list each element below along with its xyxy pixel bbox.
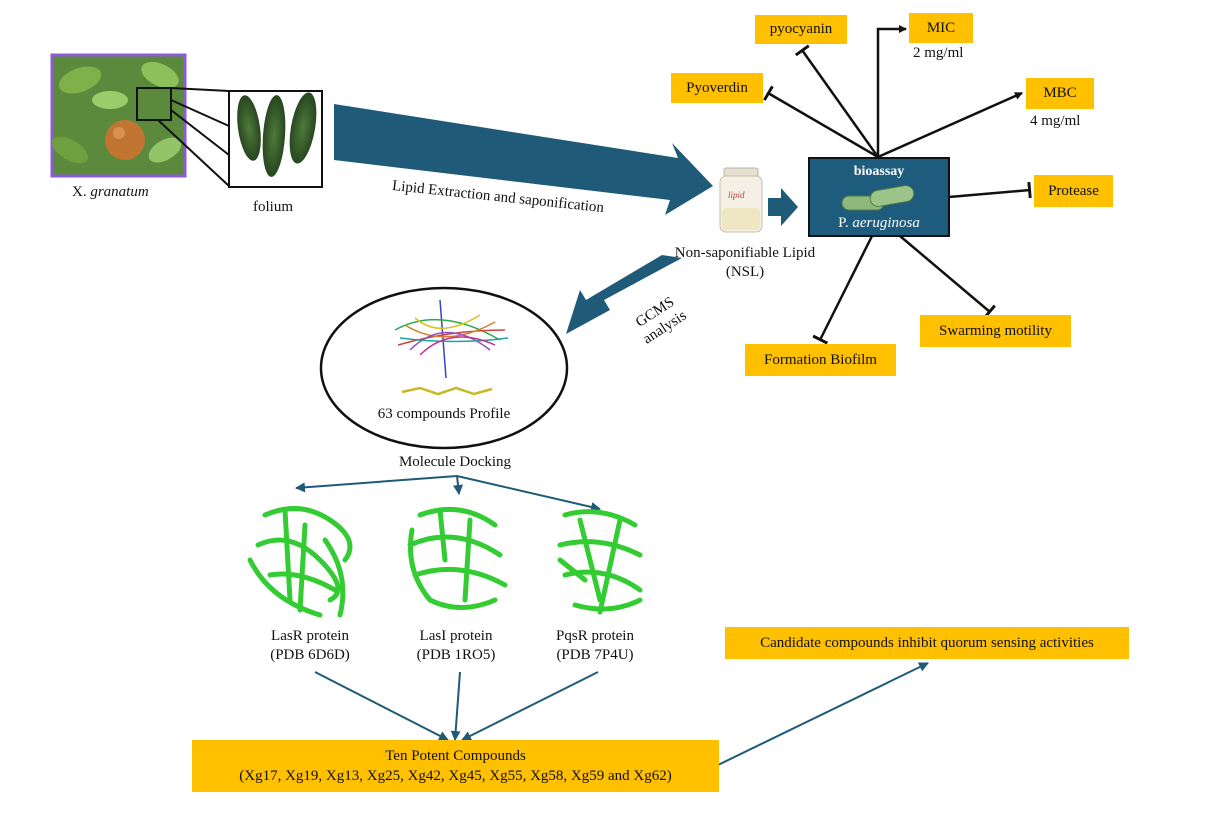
- nsl-line2: (NSL): [725, 264, 765, 280]
- pyoverdin-box: Pyoverdin: [671, 73, 763, 103]
- arrow-lasr-to-potent: [314, 671, 449, 741]
- nsl-label: Non-saponifiable Lipid (NSL): [660, 244, 830, 282]
- lasr-protein-icon: [247, 506, 353, 618]
- arrow-lasi-to-potent: [450, 671, 461, 741]
- arrow-pyoverdin: [763, 85, 879, 159]
- potent-list: (Xg17, Xg19, Xg13, Xg25, Xg42, Xg45, Xg5…: [239, 768, 672, 784]
- species-label: X. granatum: [72, 184, 149, 201]
- bacteria-icon: [841, 185, 915, 211]
- gcms-arrow: [566, 255, 682, 334]
- protease-box: Protease: [1034, 175, 1113, 207]
- arrow-pyocyanin: [794, 44, 880, 158]
- mbc-value: 4 mg/ml: [1030, 113, 1081, 129]
- compounds-profile-label: 63 compounds Profile: [377, 406, 511, 422]
- protein-pqsr-label: PqsR protein (PDB 7P4U): [525, 627, 665, 665]
- organism-name: aeruginosa: [852, 215, 920, 231]
- extraction-arrow: [334, 104, 713, 215]
- organism-prefix: P.: [838, 215, 853, 231]
- arrow-swarming: [899, 235, 996, 319]
- potent-compounds-box: Ten Potent Compounds (Xg17, Xg19, Xg13, …: [192, 740, 719, 792]
- arrow-mic: [876, 25, 907, 157]
- dock-arrow-lasi: [453, 475, 463, 495]
- to-bioassay-arrow: [768, 188, 798, 226]
- biofilm-box: Formation Biofilm: [745, 344, 896, 376]
- vial-icon: [719, 167, 763, 233]
- arrow-biofilm: [812, 235, 874, 345]
- protein-lasi-label: LasI protein (PDB 1RO5): [386, 627, 526, 665]
- nsl-line1: Non-saponifiable Lipid: [674, 245, 816, 261]
- mic-box: MIC: [909, 13, 973, 43]
- pqsr-pdb: (PDB 7P4U): [556, 647, 634, 663]
- arrow-pqsr-to-potent: [461, 671, 599, 741]
- pqsr-name: PqsR protein: [556, 628, 634, 644]
- protein-lasr-label: LasR protein (PDB 6D6D): [240, 627, 380, 665]
- species-prefix: X.: [72, 184, 91, 200]
- lasr-name: LasR protein: [271, 628, 349, 644]
- bioassay-title: bioassay: [853, 164, 905, 179]
- fruit-icon: [105, 120, 145, 160]
- dock-arrow-lasr: [295, 475, 458, 493]
- lasi-pdb: (PDB 1RO5): [416, 647, 496, 663]
- pqsr-protein-icon: [557, 509, 643, 615]
- plant-part-label: folium: [253, 199, 293, 215]
- potent-title: Ten Potent Compounds: [385, 748, 526, 764]
- arrow-potent-to-candidate: [717, 662, 929, 766]
- organism-label: P. aeruginosa: [809, 215, 949, 232]
- plant-photo: [50, 53, 187, 178]
- docking-label: Molecule Docking: [398, 454, 512, 470]
- mic-value: 2 mg/ml: [913, 45, 964, 61]
- lasi-protein-icon: [407, 506, 508, 610]
- molecules-cluster-icon: [394, 299, 509, 396]
- vial-label: lipid: [728, 190, 745, 200]
- compounds-profile-ellipse: [319, 286, 569, 450]
- species-name: granatum: [90, 184, 149, 200]
- leaves-image: [228, 90, 323, 188]
- lasi-name: LasI protein: [419, 628, 493, 644]
- swarming-box: Swarming motility: [920, 315, 1071, 347]
- arrow-mbc: [877, 91, 1023, 159]
- dock-arrow-pqsr: [456, 475, 601, 512]
- arrow-protease: [948, 181, 1032, 199]
- lasr-pdb: (PDB 6D6D): [270, 647, 350, 663]
- zoom-lines: [157, 87, 230, 187]
- pyocyanin-box: pyocyanin: [755, 15, 847, 44]
- mbc-box: MBC: [1026, 78, 1094, 109]
- candidate-box: Candidate compounds inhibit quorum sensi…: [725, 627, 1129, 659]
